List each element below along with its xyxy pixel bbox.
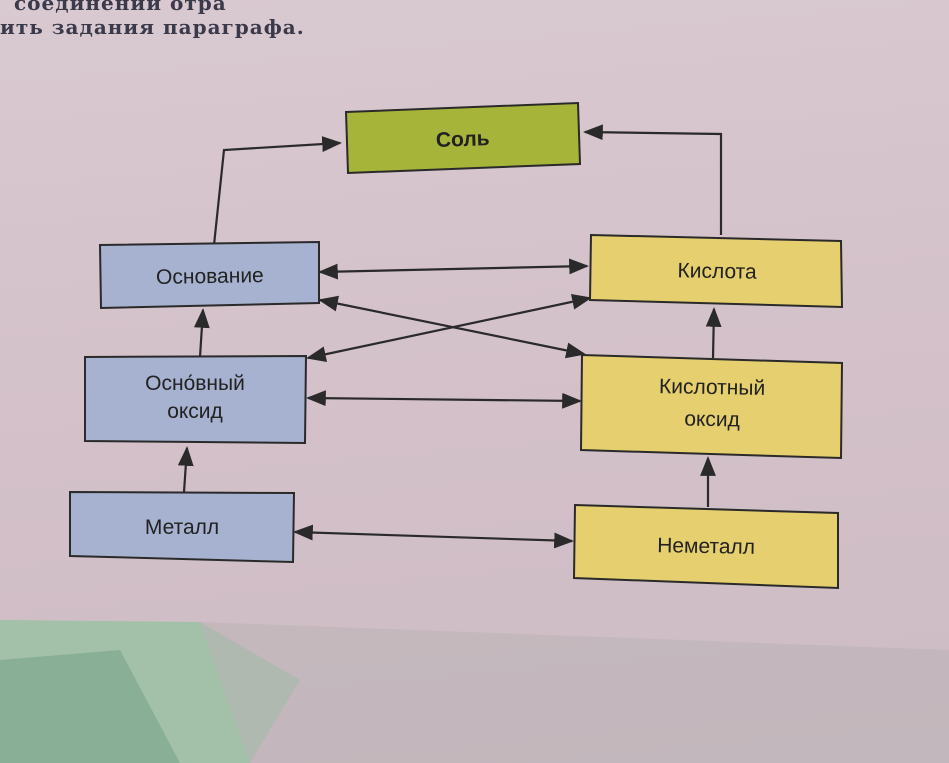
arrow-metal-nonmetal xyxy=(293,524,574,549)
label-base: Основание xyxy=(156,264,264,289)
label-salt: Соль xyxy=(436,127,491,152)
arrow-basic-oxide-acid xyxy=(306,293,592,363)
label-basic-oxide-line2: оксид xyxy=(167,400,223,423)
node-acidic-oxide xyxy=(579,353,844,460)
connectors xyxy=(177,124,723,549)
arrow-basic-oxide-to-base xyxy=(193,308,210,358)
arrow-basic-oxide-acidic-oxide xyxy=(306,390,582,409)
node-nonmetal xyxy=(572,503,839,590)
header-line-1: соединений отра xyxy=(14,0,227,15)
label-acidic-oxide-line1: Кислотный xyxy=(659,375,766,400)
header-line-2: ить задания параграфа. xyxy=(0,15,305,39)
arrow-base-acid xyxy=(318,258,589,280)
label-basic-oxide-line1: Осно́вный xyxy=(145,372,245,395)
label-acid: Кислота xyxy=(677,259,757,283)
arrow-acidic-oxide-to-acid xyxy=(705,307,722,359)
node-salt xyxy=(344,101,582,175)
node-acid xyxy=(588,233,844,309)
node-metal xyxy=(69,490,296,564)
node-basic-oxide xyxy=(84,354,308,445)
label-acidic-oxide-line2: оксид xyxy=(684,408,740,432)
label-nonmetal: Неметалл xyxy=(657,534,755,559)
arrow-acid-to-salt xyxy=(583,124,723,235)
arrow-base-to-salt xyxy=(212,136,342,246)
node-base xyxy=(98,240,320,310)
label-metal: Металл xyxy=(145,516,219,539)
arrow-metal-to-basic-oxide xyxy=(177,446,194,493)
